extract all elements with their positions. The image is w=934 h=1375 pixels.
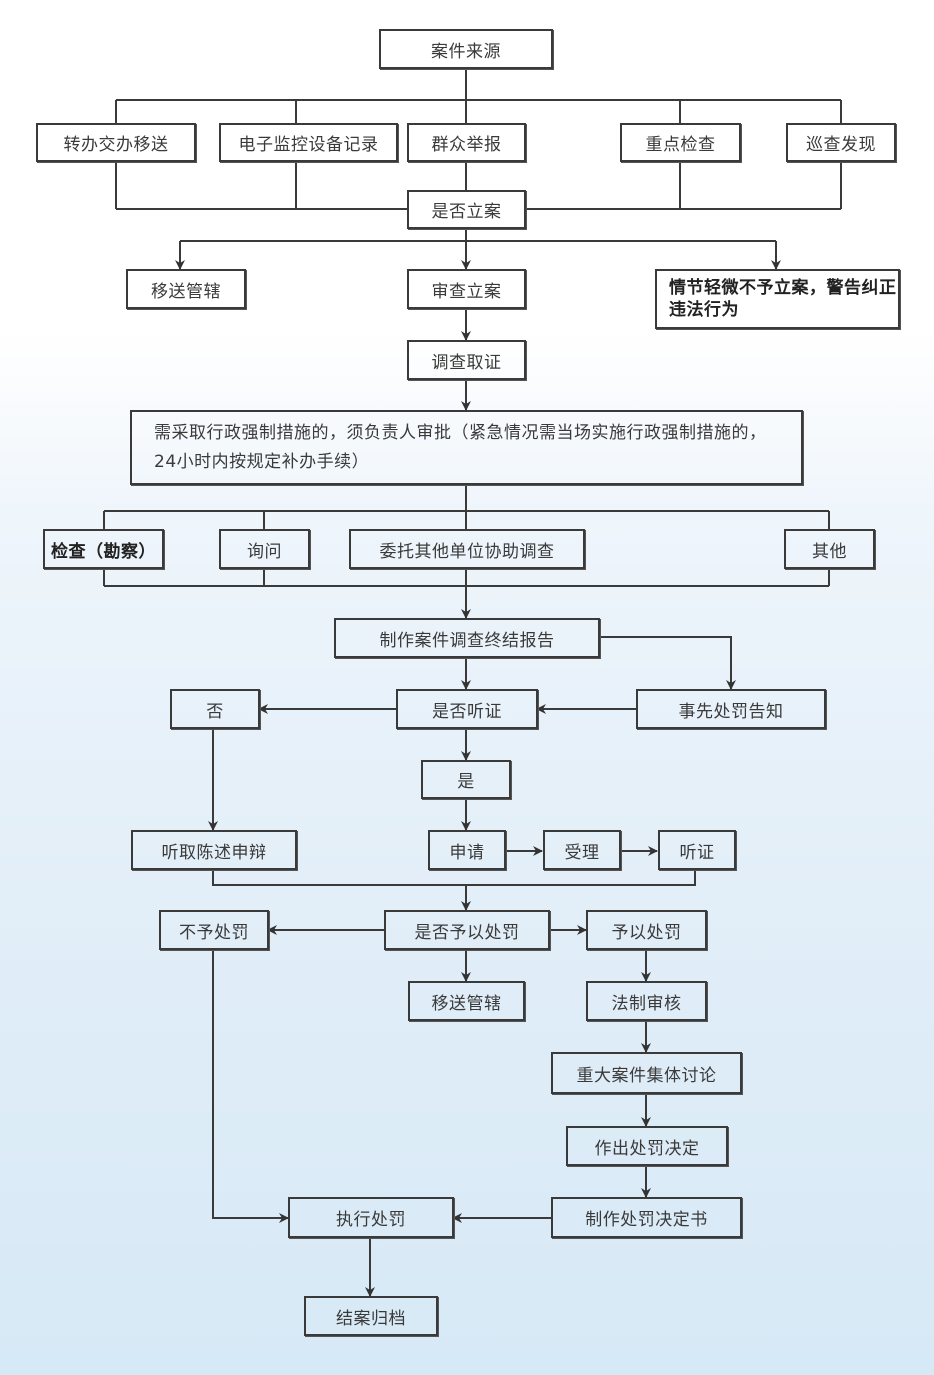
node-collective-discussion: 重大案件集体讨论 bbox=[551, 1052, 742, 1094]
node-inspection: 检查（勘察） bbox=[43, 529, 164, 569]
node-key-inspection: 重点检查 bbox=[620, 123, 741, 162]
node-statement: 听取陈述申辩 bbox=[131, 830, 297, 870]
node-coercive-measures: 需采取行政强制措施的，须负责人审批（紧急情况需当场实施行政强制措施的，24小时内… bbox=[130, 410, 803, 485]
node-inquiry: 询问 bbox=[219, 529, 310, 569]
node-minor-warning: 情节轻微不予立案，警告纠正违法行为 bbox=[655, 269, 900, 329]
node-case-source: 案件来源 bbox=[379, 29, 553, 69]
node-give-penalty: 予以处罚 bbox=[586, 910, 707, 950]
node-no-penalty: 不予处罚 bbox=[159, 910, 269, 950]
node-yes: 是 bbox=[421, 760, 511, 799]
node-hearing-decision: 是否听证 bbox=[396, 689, 538, 729]
node-make-decision: 作出处罚决定 bbox=[566, 1126, 728, 1166]
node-other: 其他 bbox=[784, 529, 875, 569]
node-entrust: 委托其他单位协助调查 bbox=[349, 529, 585, 569]
node-monitor-record: 电子监控设备记录 bbox=[219, 123, 398, 162]
node-transfer-jurisdiction-2: 移送管辖 bbox=[408, 981, 525, 1021]
node-file-decision: 是否立案 bbox=[407, 190, 526, 229]
node-apply: 申请 bbox=[428, 830, 506, 870]
node-penalty-decision: 是否予以处罚 bbox=[384, 910, 550, 950]
node-transfer-jurisdiction: 移送管辖 bbox=[126, 269, 246, 309]
node-accept: 受理 bbox=[543, 830, 621, 870]
node-hearing: 听证 bbox=[658, 830, 736, 870]
node-decision-document: 制作处罚决定书 bbox=[551, 1197, 742, 1238]
node-no: 否 bbox=[170, 689, 260, 729]
node-execute-penalty: 执行处罚 bbox=[288, 1197, 454, 1238]
node-review-filing: 审查立案 bbox=[407, 269, 526, 309]
node-archive: 结案归档 bbox=[304, 1296, 438, 1336]
node-legal-review: 法制审核 bbox=[586, 981, 707, 1021]
node-transfer: 转办交办移送 bbox=[36, 123, 196, 162]
node-investigate: 调查取证 bbox=[407, 340, 526, 380]
node-public-report: 群众举报 bbox=[407, 123, 526, 162]
node-prior-notice: 事先处罚告知 bbox=[636, 689, 826, 729]
node-patrol-discovery: 巡查发现 bbox=[786, 123, 896, 162]
node-final-report: 制作案件调查终结报告 bbox=[334, 618, 600, 658]
